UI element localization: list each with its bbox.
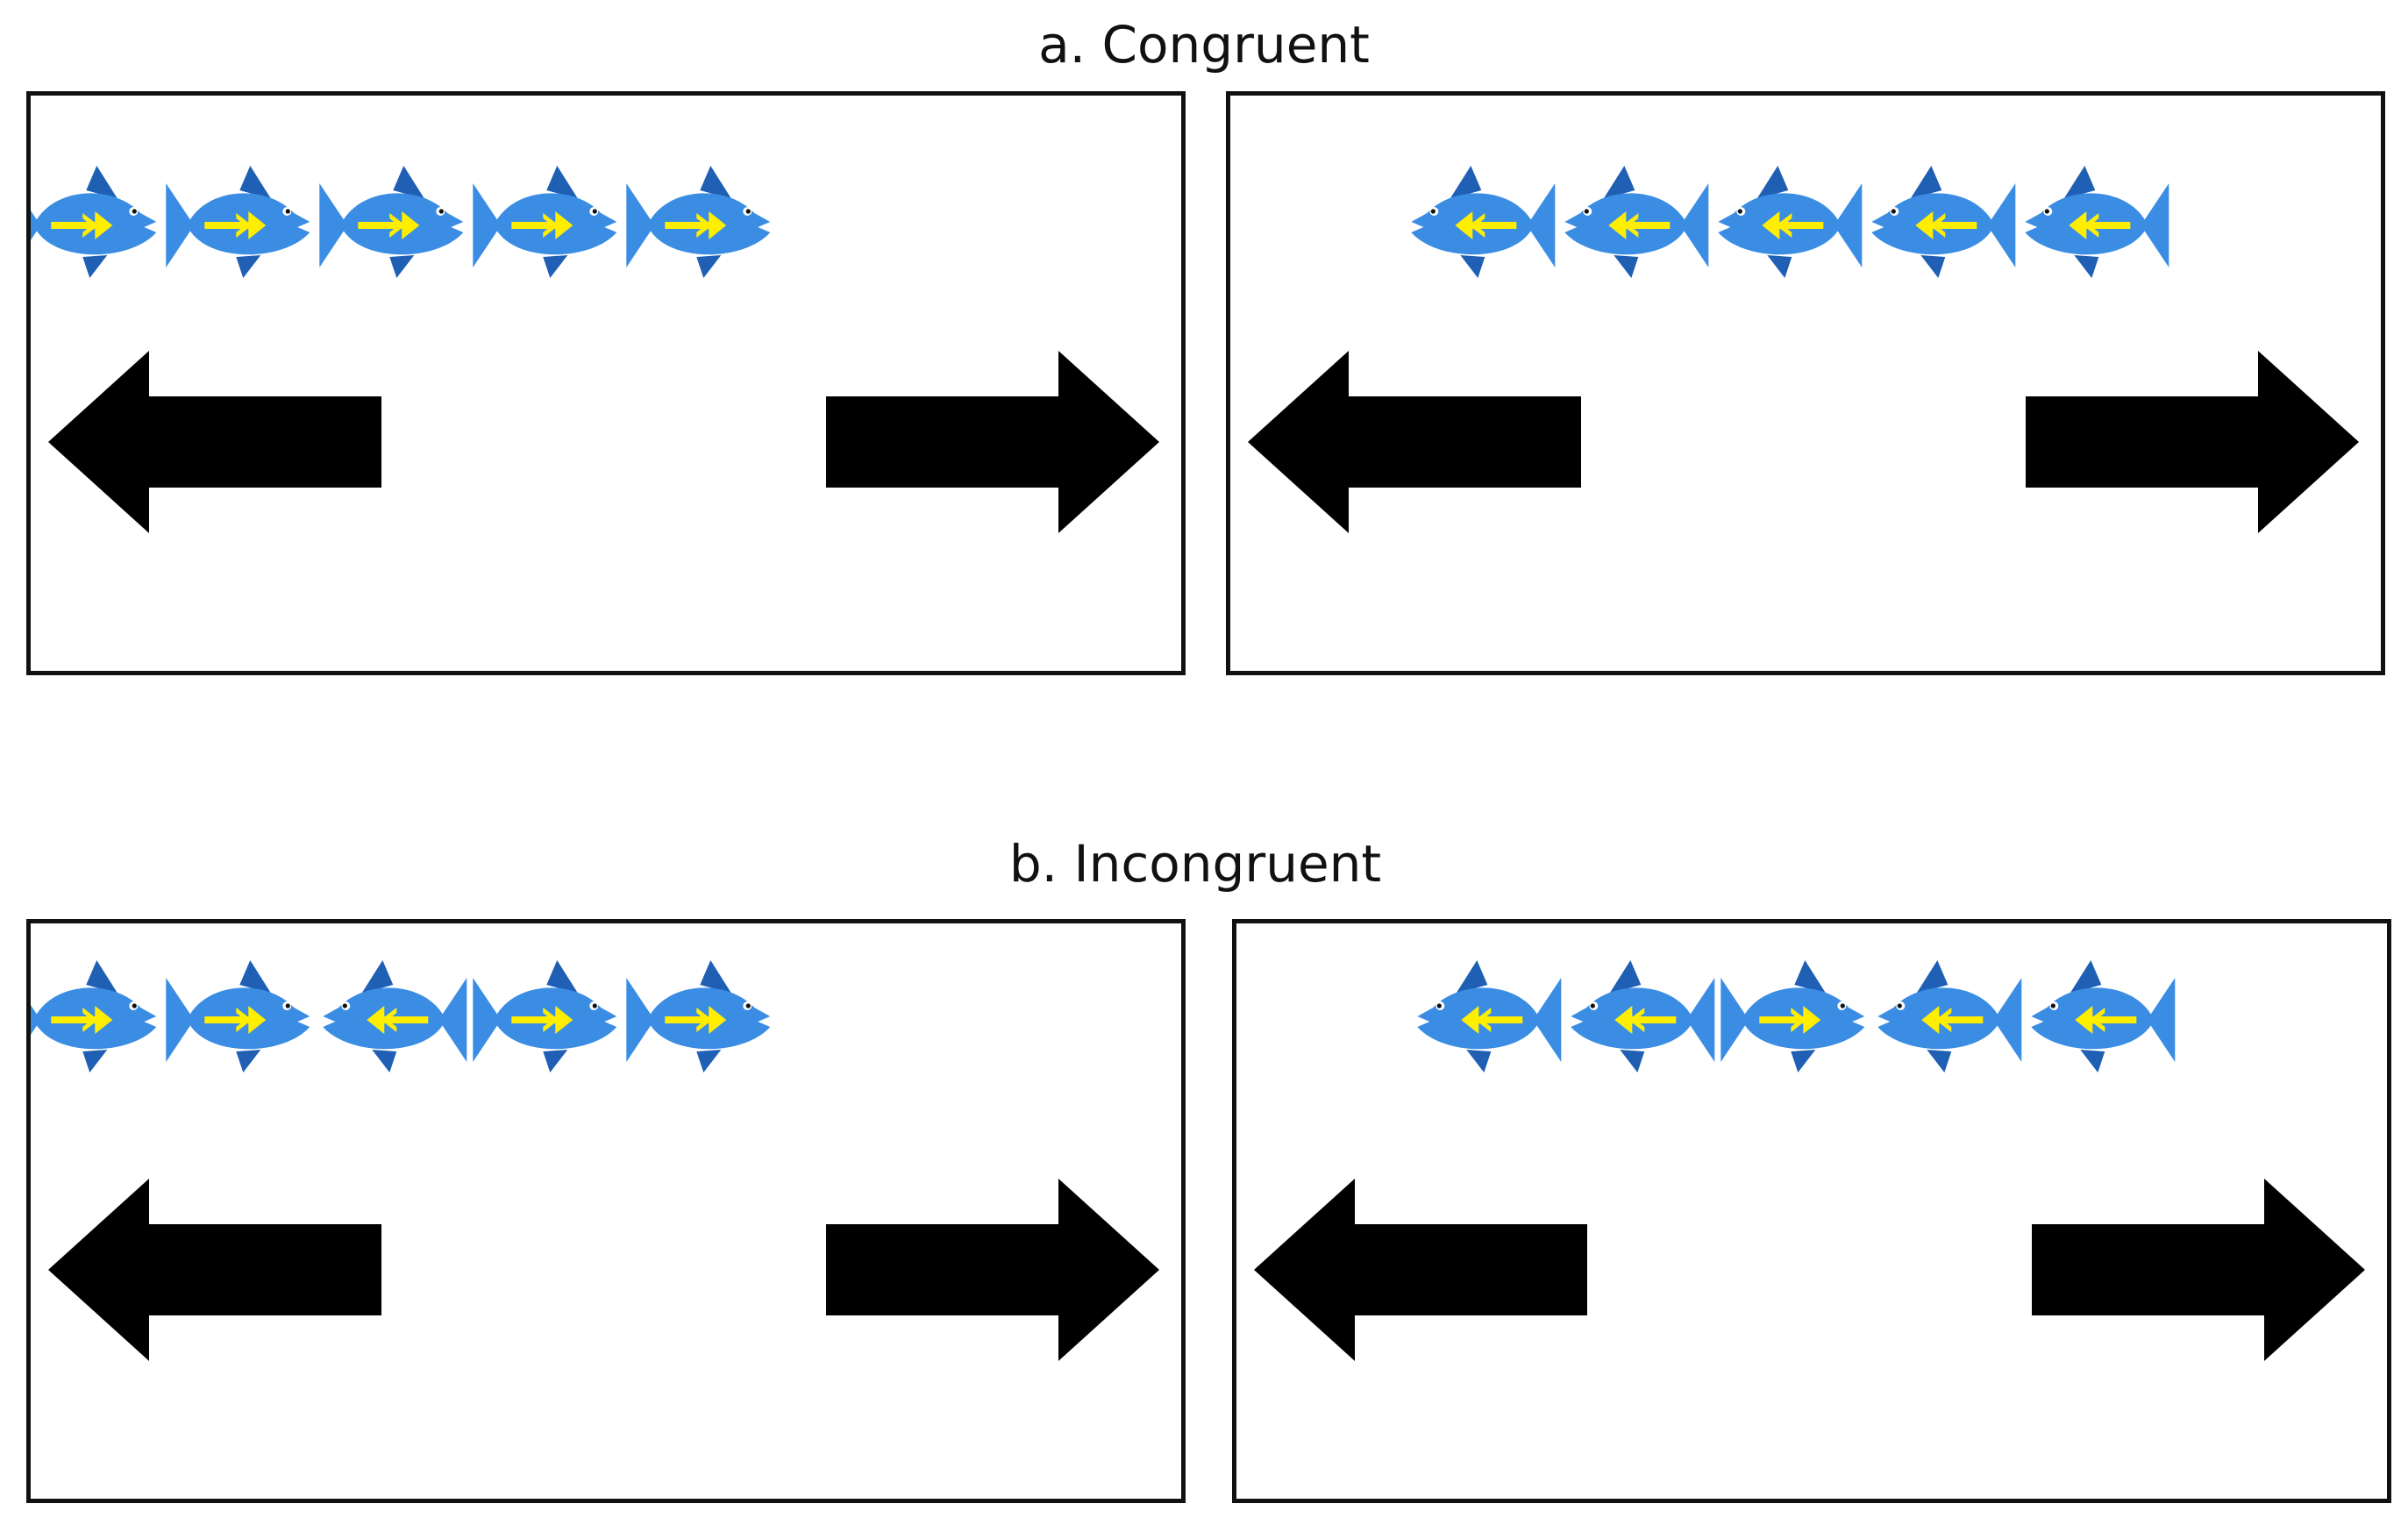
fish-right-icon — [166, 960, 310, 1072]
left-arrow-button[interactable] — [1248, 351, 1581, 533]
panel-congruent-left — [1226, 91, 2385, 675]
left-arrow-button[interactable] — [48, 1179, 381, 1361]
fish-row — [31, 960, 771, 1072]
fish-left-icon — [323, 960, 467, 1072]
panel-incongruent-left — [1232, 919, 2391, 1503]
fish-left-icon — [2025, 166, 2169, 278]
section-b-label: b. Incongruent — [1008, 834, 1382, 894]
fish-left-icon — [1571, 960, 1715, 1072]
fish-row — [1417, 960, 2176, 1072]
right-arrow-button[interactable] — [2032, 1179, 2365, 1361]
fish-row — [1411, 166, 2169, 278]
fish-right-icon — [166, 166, 310, 278]
fish-right-icon — [319, 166, 464, 278]
fish-left-icon — [1417, 960, 1562, 1072]
fish-right-icon — [1721, 960, 1865, 1072]
left-arrow-button[interactable] — [48, 351, 381, 533]
fish-left-icon — [1411, 166, 1556, 278]
fish-right-icon — [31, 166, 157, 278]
stimulus-canvas — [31, 166, 1159, 533]
fish-left-icon — [1564, 166, 1709, 278]
panel-incongruent-right — [26, 919, 1186, 1503]
fish-right-icon — [473, 166, 617, 278]
fish-left-icon — [1718, 166, 1863, 278]
stimulus-canvas — [1254, 960, 2365, 1361]
right-arrow-button[interactable] — [2026, 351, 2359, 533]
fish-right-icon — [626, 960, 771, 1072]
fish-right-icon — [626, 166, 771, 278]
right-arrow-button[interactable] — [826, 351, 1159, 533]
stimulus-canvas — [1248, 166, 2359, 533]
fish-right-icon — [473, 960, 617, 1072]
fish-row — [31, 166, 771, 278]
stimulus-canvas — [31, 960, 1159, 1361]
right-arrow-button[interactable] — [826, 1179, 1159, 1361]
left-arrow-button[interactable] — [1254, 1179, 1587, 1361]
fish-right-icon — [31, 960, 157, 1072]
section-a-label: a. Congruent — [1038, 15, 1370, 75]
fish-left-icon — [1877, 960, 2022, 1072]
panel-congruent-right — [26, 91, 1186, 675]
fish-left-icon — [2031, 960, 2176, 1072]
fish-left-icon — [1871, 166, 2016, 278]
